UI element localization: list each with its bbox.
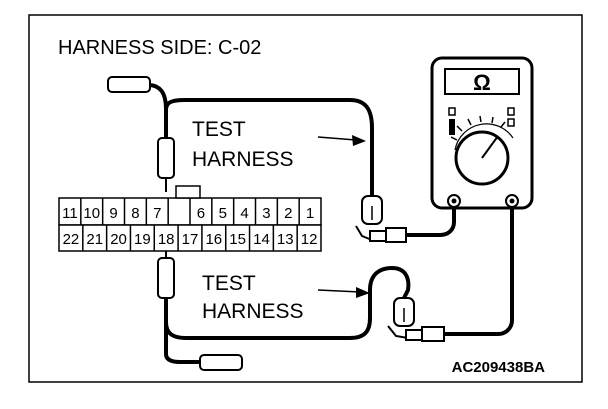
connector-bottom-pin-15: 15	[229, 231, 246, 248]
connector-top-pin-7: 7	[153, 205, 161, 222]
upper-test-harness	[107, 76, 456, 243]
upper-probe	[157, 137, 175, 179]
mode-indicator	[449, 119, 455, 135]
connector-top-pin-1: 1	[306, 205, 314, 222]
connector-bottom-pin-17: 17	[182, 231, 199, 248]
lower-banana-plug	[421, 326, 445, 342]
connector-top-pin-9: 9	[109, 205, 117, 222]
lower-label-line1: TEST	[202, 272, 256, 295]
connector-top-pin-5: 5	[219, 205, 227, 222]
lower-label-line2: HARNESS	[202, 300, 304, 323]
connector-top-pin-3: 3	[262, 205, 270, 222]
connector-top-pin-4: 4	[240, 205, 248, 222]
upper-label-arrow	[317, 136, 357, 141]
connector-bottom-pin-21: 21	[86, 231, 103, 248]
connector-lock-tab	[175, 185, 201, 199]
multimeter-display	[444, 68, 520, 95]
connector-bottom-cells: 22 21 20 19 18 17 16 15 14 13 12	[63, 225, 318, 251]
connector-bottom-pin-22: 22	[63, 231, 80, 248]
lower-plug	[199, 354, 243, 371]
connector-bottom-pin-12: 12	[301, 231, 318, 248]
connector-top-pin-11: 11	[62, 205, 78, 222]
mode-button-3	[507, 118, 515, 127]
mode-button-1	[448, 107, 456, 116]
ohm-symbol: Ω	[473, 70, 491, 95]
figure-code: AC209438BA	[452, 359, 546, 376]
lower-label-arrow	[317, 289, 361, 293]
upper-banana-plug	[385, 227, 407, 243]
connector-top-pin-10: 10	[83, 205, 100, 222]
connector-bottom-pin-19: 19	[134, 231, 151, 248]
connector-bottom-pin-16: 16	[205, 231, 222, 248]
upper-label-line1: TEST	[192, 118, 246, 141]
upper-label-line2: HARNESS	[192, 148, 294, 171]
connector-bottom-pin-13: 13	[277, 231, 294, 248]
mode-button-2	[507, 107, 515, 116]
connector-top-pin-8: 8	[131, 205, 139, 222]
lower-probe	[157, 257, 175, 299]
connector-top-pin-6: 6	[197, 205, 205, 222]
connector-bottom-row-frame	[58, 224, 322, 252]
multimeter: Ω	[430, 56, 534, 210]
connector-bottom-pin-20: 20	[110, 231, 127, 248]
connector-top-pin-2: 2	[284, 205, 292, 222]
connector-bottom-pin-18: 18	[158, 231, 175, 248]
lower-test-harness	[157, 201, 514, 371]
connector-bottom-pin-14: 14	[253, 231, 270, 248]
upper-plug	[107, 76, 151, 93]
diagram-title: HARNESS SIDE: C-02	[58, 37, 261, 59]
diagram-frame	[28, 14, 583, 383]
